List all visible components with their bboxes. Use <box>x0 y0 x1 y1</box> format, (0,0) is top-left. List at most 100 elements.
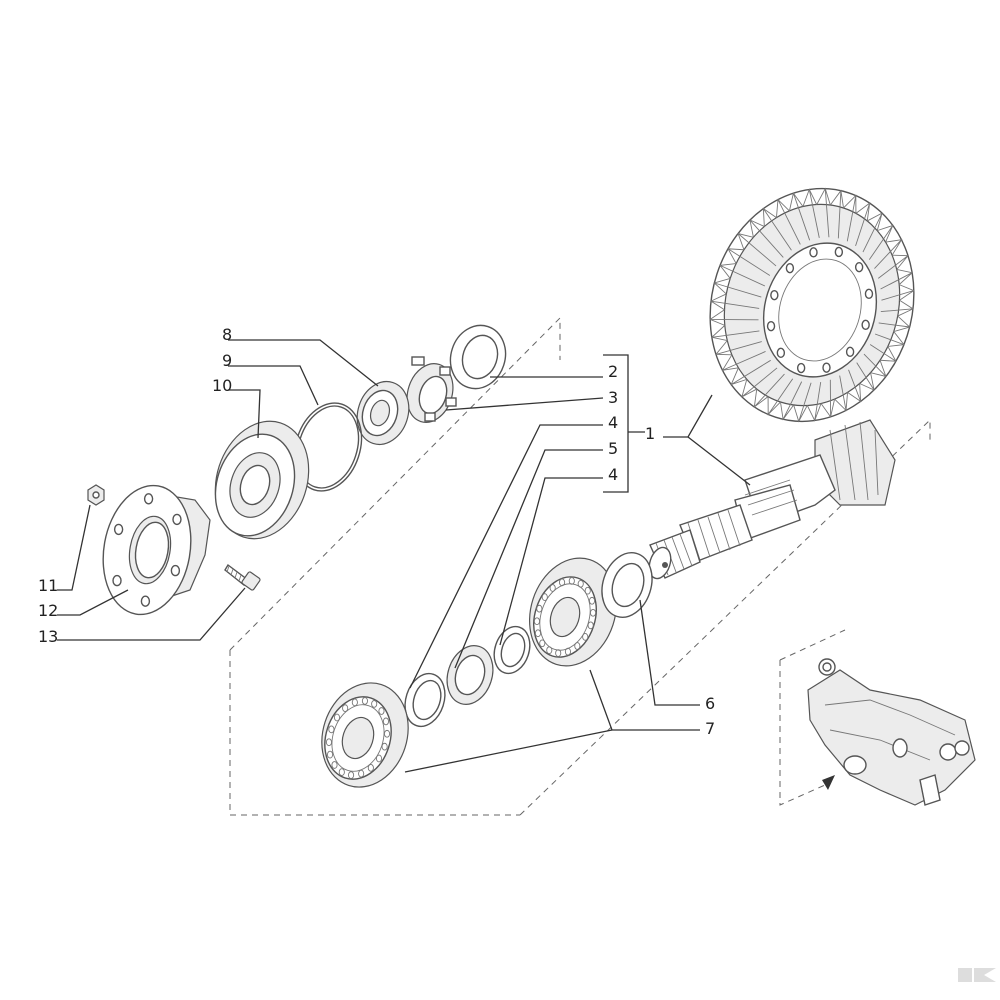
crown-bolt-hole <box>809 247 818 258</box>
callout-6: 6 <box>705 694 715 713</box>
bearing-roller <box>574 642 581 650</box>
bearing-roller <box>549 584 556 592</box>
crown-tooth <box>730 359 771 386</box>
crown-tooth <box>709 309 759 326</box>
roller-bearing-upper <box>528 557 618 667</box>
crown-wheel <box>709 187 915 423</box>
crown-tooth <box>715 340 762 356</box>
spacer-ring-lower <box>404 672 446 728</box>
bearing-roller <box>375 754 383 763</box>
crown-tooth <box>780 381 803 421</box>
callout-7: 7 <box>705 719 715 738</box>
callout-4a: 4 <box>608 413 618 432</box>
crown-tooth <box>863 353 887 378</box>
callout-3: 3 <box>608 388 618 407</box>
flange-bolt-hole <box>172 513 182 526</box>
crown-tooth <box>856 362 875 391</box>
crown-tooth <box>880 299 914 317</box>
bearing-roller <box>371 700 378 708</box>
callout-labels: 1 2 3 4 5 4 6 7 8 9 10 11 12 13 <box>38 325 715 738</box>
k-logo-icon <box>958 968 996 982</box>
crown-tooth <box>741 367 778 398</box>
callout-12: 12 <box>38 601 58 620</box>
crown-tooth <box>877 254 909 279</box>
crown-bolt-hole <box>822 362 831 373</box>
tab-washer <box>449 324 507 390</box>
crown-tooth <box>847 369 862 403</box>
pinion-shaft <box>648 419 896 580</box>
flange-bolt-hole <box>112 574 122 587</box>
bearing-roller <box>568 577 575 585</box>
crown-tooth <box>762 207 792 251</box>
bolt <box>224 563 261 591</box>
bearing-roller <box>342 704 349 712</box>
housing-location-thumbnail <box>807 658 976 806</box>
bearing-roller <box>582 633 589 641</box>
crown-bolt-hole <box>861 319 870 331</box>
callout-4b: 4 <box>608 465 618 484</box>
crown-tooth <box>710 325 760 341</box>
bearing-roller <box>546 646 553 655</box>
bearing-roller <box>383 729 391 738</box>
crown-tooth <box>806 382 822 422</box>
bearing-roller <box>358 769 365 778</box>
crown-tooth <box>802 188 820 238</box>
bearing-roller <box>351 698 358 707</box>
crown-bolt-hole <box>770 289 779 301</box>
crown-tooth <box>749 219 784 258</box>
bearing-cup <box>446 645 494 705</box>
callout-10: 10 <box>212 376 232 395</box>
bearing-roller <box>589 608 597 617</box>
flange-bolt-hole <box>140 595 151 607</box>
shim-washer <box>601 552 653 618</box>
bearing-roller <box>327 750 334 759</box>
bearing-roller <box>539 639 546 648</box>
bearing-roller <box>564 647 571 656</box>
crown-tooth <box>869 344 897 362</box>
crown-tooth <box>737 232 777 267</box>
crown-tooth <box>855 202 871 247</box>
bearing-roller <box>587 621 594 630</box>
small-bearing <box>356 381 410 445</box>
crown-tooth <box>776 198 801 245</box>
callout-13: 13 <box>38 627 58 646</box>
roller-bearing-lower <box>321 682 409 788</box>
bearing-roller <box>367 764 374 772</box>
callout-1: 1 <box>645 424 655 443</box>
callout-5: 5 <box>608 439 618 458</box>
bearing-roller <box>381 742 388 751</box>
bearing-roller <box>534 629 542 638</box>
crown-tooth <box>862 212 883 253</box>
crown-tooth <box>788 192 811 241</box>
spacer-ring-upper <box>493 625 531 675</box>
crown-bolt-hole <box>796 362 806 374</box>
crown-tooth <box>793 382 812 423</box>
ring-nut <box>406 356 457 423</box>
crown-tooth <box>878 315 911 333</box>
bearing-roller <box>584 586 591 595</box>
crown-bolt-hole <box>766 320 776 332</box>
crown-tooth <box>719 263 766 287</box>
bearing-roller <box>378 707 385 715</box>
bearing-roller <box>333 713 341 722</box>
crown-bolt-hole <box>834 246 844 258</box>
crown-bolt-hole <box>854 261 864 273</box>
bearing-roller <box>331 761 338 769</box>
crown-tooth <box>710 293 760 311</box>
callout-9: 9 <box>222 351 232 370</box>
bearing-roller <box>361 697 368 705</box>
bearing-roller <box>536 604 543 613</box>
bearing-roller <box>555 649 562 657</box>
bearing-roller <box>338 768 345 776</box>
crown-tooth <box>767 378 794 416</box>
callout-2: 2 <box>608 362 618 381</box>
flange-yoke <box>102 484 211 616</box>
bearing-roller <box>577 579 584 588</box>
bearing-roller <box>559 578 566 587</box>
bearing-roller <box>588 596 596 605</box>
assembly-boundary-lines <box>229 316 931 816</box>
crown-tooth <box>843 194 857 242</box>
crown-tooth <box>727 248 771 276</box>
callout-11: 11 <box>38 576 58 595</box>
